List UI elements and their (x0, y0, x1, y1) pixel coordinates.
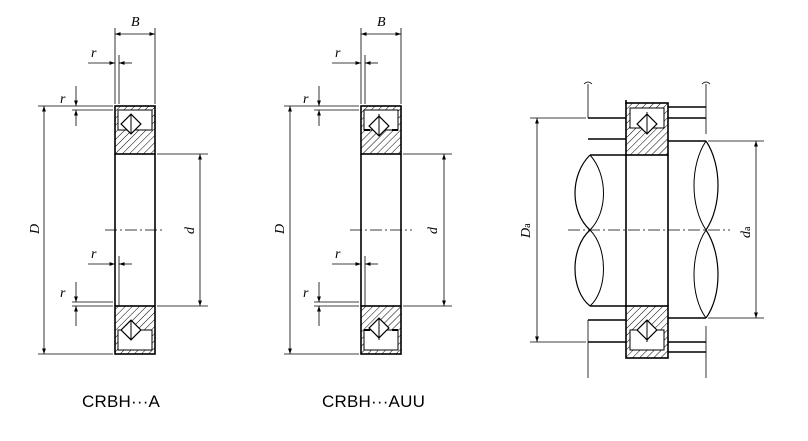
caption-crbh-a: CRBH···A (82, 392, 161, 411)
housing-top (583, 81, 711, 140)
fig3-label-da: da (739, 226, 754, 238)
ring-section-top (114, 105, 156, 155)
caption-crbh-auu: CRBH···AUU (322, 392, 426, 411)
fig2-label-b: B (377, 15, 386, 30)
figure-crbh-auu (284, 28, 452, 355)
fig2-label-r-bore: r (335, 247, 341, 262)
fig2-label-d: d (426, 226, 441, 234)
figure-crbh-a (38, 28, 208, 355)
fig1-label-b: B (131, 15, 140, 30)
ring-section-bottom (114, 305, 156, 355)
fig1-label-d: d (183, 226, 198, 234)
fig2-label-r-top: r (335, 46, 341, 61)
bearing-section-top (625, 100, 669, 156)
fig1-label-r-bore: r (91, 247, 97, 262)
fig1-label-r-top: r (91, 46, 97, 61)
fig1-label-r-bottom: r (60, 286, 66, 301)
fig3-label-Da: Da (519, 223, 534, 239)
bearing-section-bottom (625, 305, 669, 359)
shaft (574, 140, 719, 319)
fig2-label-r-left: r (303, 92, 309, 107)
fig1-label-r-left: r (60, 92, 66, 107)
housing-bottom (587, 319, 707, 378)
ring-section-top (360, 105, 402, 155)
fig1-label-D: D (28, 224, 43, 235)
ring-section-bottom (360, 305, 402, 355)
figure-mounting (530, 81, 764, 378)
fig2-label-D: D (273, 224, 288, 235)
fig2-label-r-bottom: r (303, 286, 309, 301)
